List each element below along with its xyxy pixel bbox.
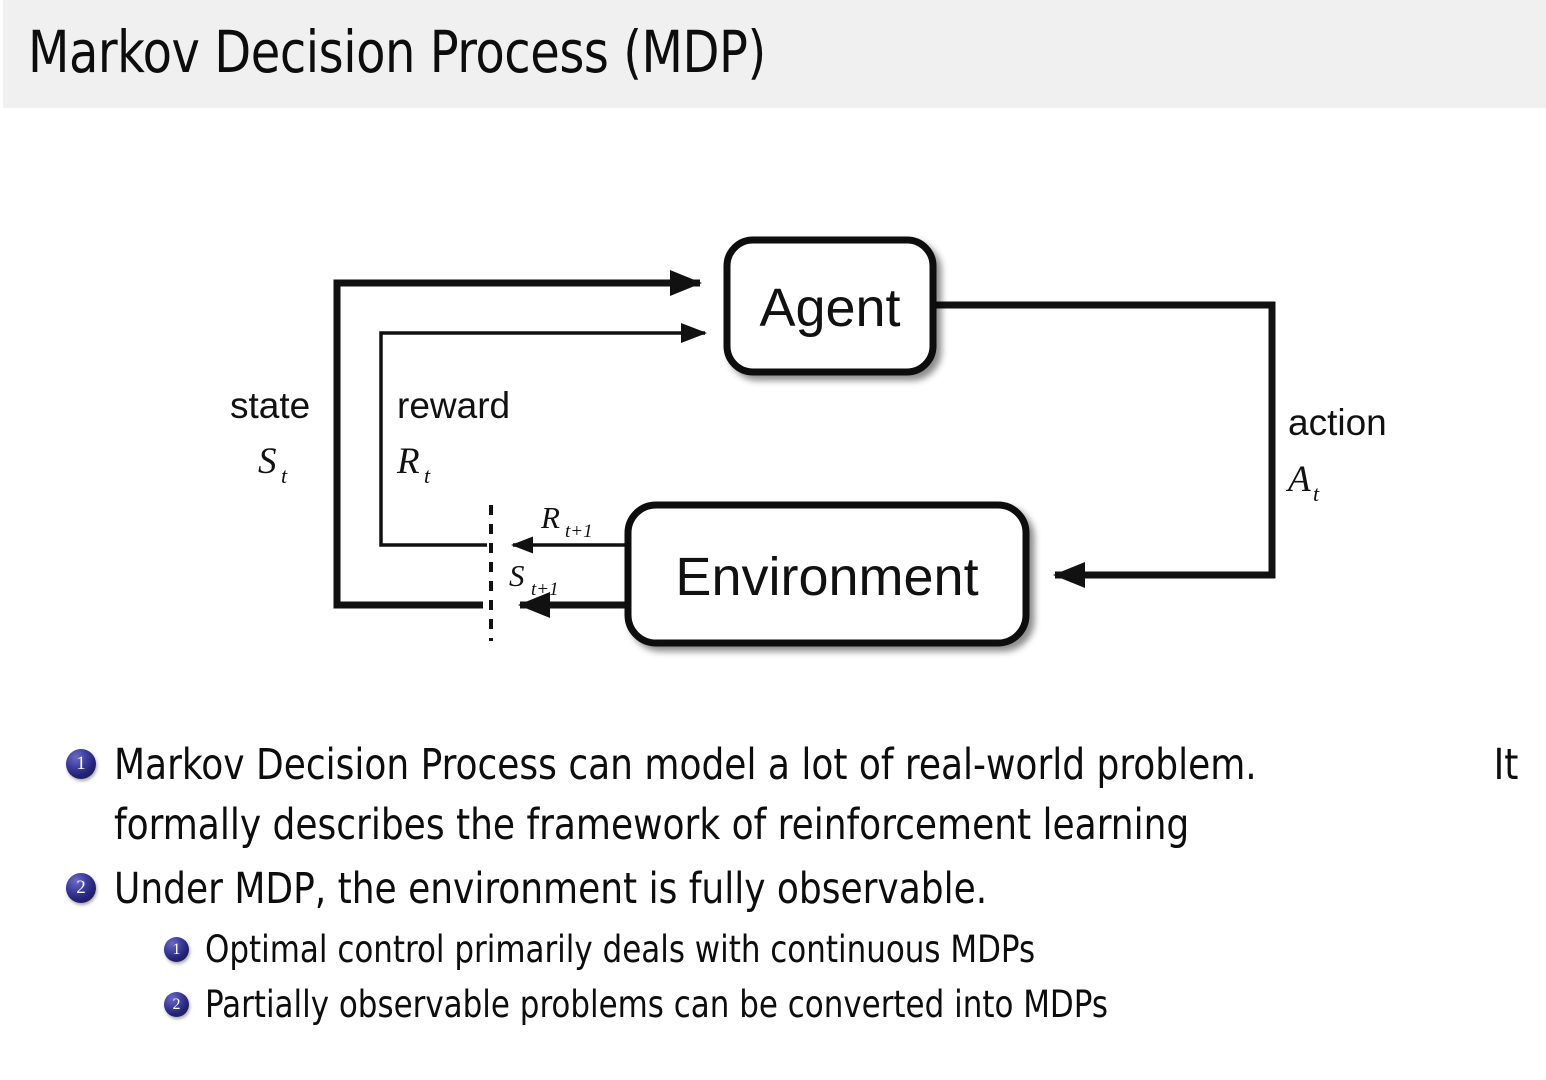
- bullet-badge-1: 1: [66, 749, 96, 779]
- state-feedback-path: [333, 270, 702, 609]
- bullet-line-tail: It: [1493, 740, 1519, 790]
- sub-bullet-badge-1: 1: [164, 937, 189, 962]
- action-label: action: [1288, 402, 1387, 443]
- bullet-line: Partially observable problems can be con…: [205, 983, 1108, 1026]
- list-item[interactable]: 1 Markov Decision Process can model a lo…: [0, 735, 1546, 855]
- svg-text:A: A: [1285, 459, 1311, 500]
- action-symbol-label: A t: [1285, 459, 1320, 506]
- svg-text:t: t: [1313, 481, 1320, 506]
- bullet-text-2: Under MDP, the environment is fully obse…: [114, 859, 1446, 919]
- svg-text:R: R: [540, 500, 560, 535]
- sub-bullet-badge-2: 2: [164, 992, 189, 1017]
- state-next-label: S t+1: [509, 558, 559, 600]
- svg-text:S: S: [509, 558, 525, 593]
- reward-next-label: R t+1: [540, 500, 593, 542]
- bullet-line: formally describes the framework of rein…: [114, 800, 1190, 850]
- svg-text:t: t: [281, 463, 288, 488]
- state-symbol-label: S t: [258, 441, 288, 488]
- bullet-line-main: Markov Decision Process can model a lot …: [114, 740, 1257, 790]
- environment-box-label: Environment: [675, 547, 978, 607]
- environment-box: Environment: [624, 501, 1030, 647]
- action-path: [932, 301, 1276, 588]
- bullet-text-1: Markov Decision Process can model a lot …: [114, 735, 1518, 855]
- reward-feedback-path: [379, 323, 707, 547]
- page-title: Markov Decision Process (MDP): [28, 18, 766, 86]
- agent-box-label: Agent: [759, 278, 900, 338]
- sub-bullet-text-2: Partially observable problems can be con…: [205, 978, 1452, 1031]
- agent-box: Agent: [723, 236, 937, 376]
- svg-text:R: R: [396, 441, 420, 482]
- svg-text:t+1: t+1: [565, 521, 593, 542]
- list-item[interactable]: 2 Partially observable problems can be c…: [0, 978, 1546, 1031]
- bullet-badge-2: 2: [66, 873, 96, 903]
- slide-header-band: Markov Decision Process (MDP): [0, 0, 1546, 108]
- list-item[interactable]: 2 Under MDP, the environment is fully ob…: [0, 859, 1546, 919]
- reward-label: reward: [397, 385, 510, 426]
- svg-text:t: t: [424, 463, 431, 488]
- bullet-line: Optimal control primarily deals with con…: [205, 928, 1036, 971]
- state-label: state: [230, 385, 310, 426]
- reward-symbol-label: R t: [396, 441, 431, 488]
- sub-bullet-text-1: Optimal control primarily deals with con…: [205, 923, 1452, 976]
- bullet-line: Under MDP, the environment is fully obse…: [114, 864, 988, 914]
- bullet-line: Markov Decision Process can model a lot …: [114, 735, 1518, 795]
- svg-text:t+1: t+1: [531, 579, 559, 600]
- agent-environment-loop-diagram: Agent Environment state S t reward R t a…: [0, 108, 1546, 708]
- bullet-list: 1 Markov Decision Process can model a lo…: [0, 735, 1546, 1033]
- list-item[interactable]: 1 Optimal control primarily deals with c…: [0, 923, 1546, 976]
- svg-text:S: S: [258, 441, 277, 482]
